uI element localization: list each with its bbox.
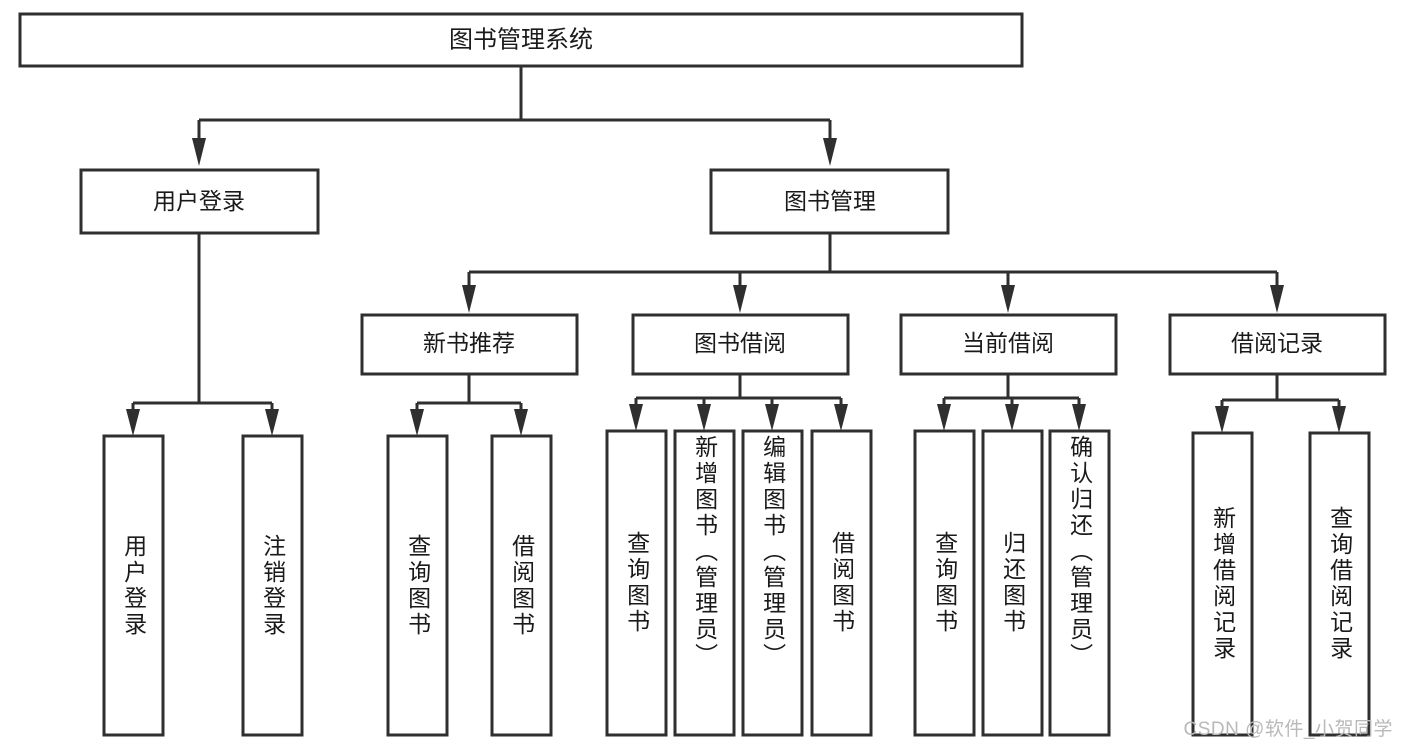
connector-group-borrow-record-leaves: [1215, 374, 1346, 433]
connector-group-new-book-leaves: [410, 374, 528, 436]
arrowhead-leaf-e1: [1215, 406, 1229, 433]
leaf-box-borrow-record-2[interactable]: [1308, 431, 1371, 737]
node-root-label: 图书管理系统: [449, 26, 593, 53]
connector-group-user-login-leaves: [126, 233, 279, 436]
arrowhead-leaf-a1: [126, 409, 140, 436]
node-book-manage-label: 图书管理: [784, 188, 876, 214]
leaf-box-book-borrow-3[interactable]: [741, 429, 804, 737]
arrowhead-leaf-c3: [765, 404, 779, 431]
arrowhead-user-login: [192, 138, 206, 166]
leaf-box-borrow-record-1[interactable]: [1191, 431, 1254, 737]
node-book-borrow-label: 图书借阅: [694, 330, 786, 356]
node-new-book-label: 新书推荐: [423, 330, 515, 356]
node-user-login-label: 用户登录: [153, 188, 245, 214]
leaf-box-current-borrow-2[interactable]: [981, 429, 1044, 737]
leaf-box-user-login-1[interactable]: [102, 434, 165, 737]
node-root-box[interactable]: [18, 12, 1024, 68]
arrowhead-leaf-d1: [937, 404, 951, 431]
node-borrow-record-label: 借阅记录: [1231, 330, 1323, 356]
arrowhead-book-borrow: [733, 285, 747, 313]
arrowhead-leaf-a2: [265, 409, 279, 436]
connector-group-root-to-level2: [192, 66, 837, 166]
connector-group-current-borrow-leaves: [937, 374, 1086, 431]
arrowhead-leaf-c4: [834, 404, 848, 431]
arrowhead-current-borrow: [1001, 285, 1015, 313]
node-current-borrow-label: 当前借阅: [962, 330, 1054, 356]
leaf-box-book-borrow-1[interactable]: [605, 429, 668, 737]
arrowhead-book-manage: [823, 138, 837, 166]
leaf-box-book-borrow-4[interactable]: [810, 429, 873, 737]
node-new-book-box[interactable]: [360, 313, 579, 376]
node-user-login-box[interactable]: [79, 168, 320, 235]
leaf-box-current-borrow-3[interactable]: [1048, 429, 1111, 737]
connector-group-book-manage-to-level3: [462, 233, 1284, 313]
arrowhead-leaf-c2: [697, 404, 711, 431]
node-borrow-record-box[interactable]: [1168, 313, 1387, 376]
connector-group-book-borrow-leaves: [629, 374, 848, 431]
leaf-box-new-book-1[interactable]: [386, 434, 449, 737]
arrowhead-leaf-d3: [1072, 404, 1086, 431]
leaf-box-user-login-2[interactable]: [241, 434, 304, 737]
arrowhead-leaf-b1: [410, 409, 424, 436]
arrowhead-leaf-e2: [1332, 406, 1346, 433]
node-book-manage-box[interactable]: [709, 168, 950, 235]
leaf-box-book-borrow-2[interactable]: [673, 429, 736, 737]
leaf-box-current-borrow-1[interactable]: [913, 429, 976, 737]
arrowhead-leaf-c1: [629, 404, 643, 431]
node-current-borrow-box[interactable]: [899, 313, 1118, 376]
arrowhead-leaf-d2: [1005, 404, 1019, 431]
arrowhead-new-book: [462, 285, 476, 313]
node-book-borrow-box[interactable]: [631, 313, 850, 376]
arrowhead-borrow-record: [1270, 285, 1284, 313]
leaf-box-new-book-2[interactable]: [490, 434, 553, 737]
arrowhead-leaf-b2: [514, 409, 528, 436]
